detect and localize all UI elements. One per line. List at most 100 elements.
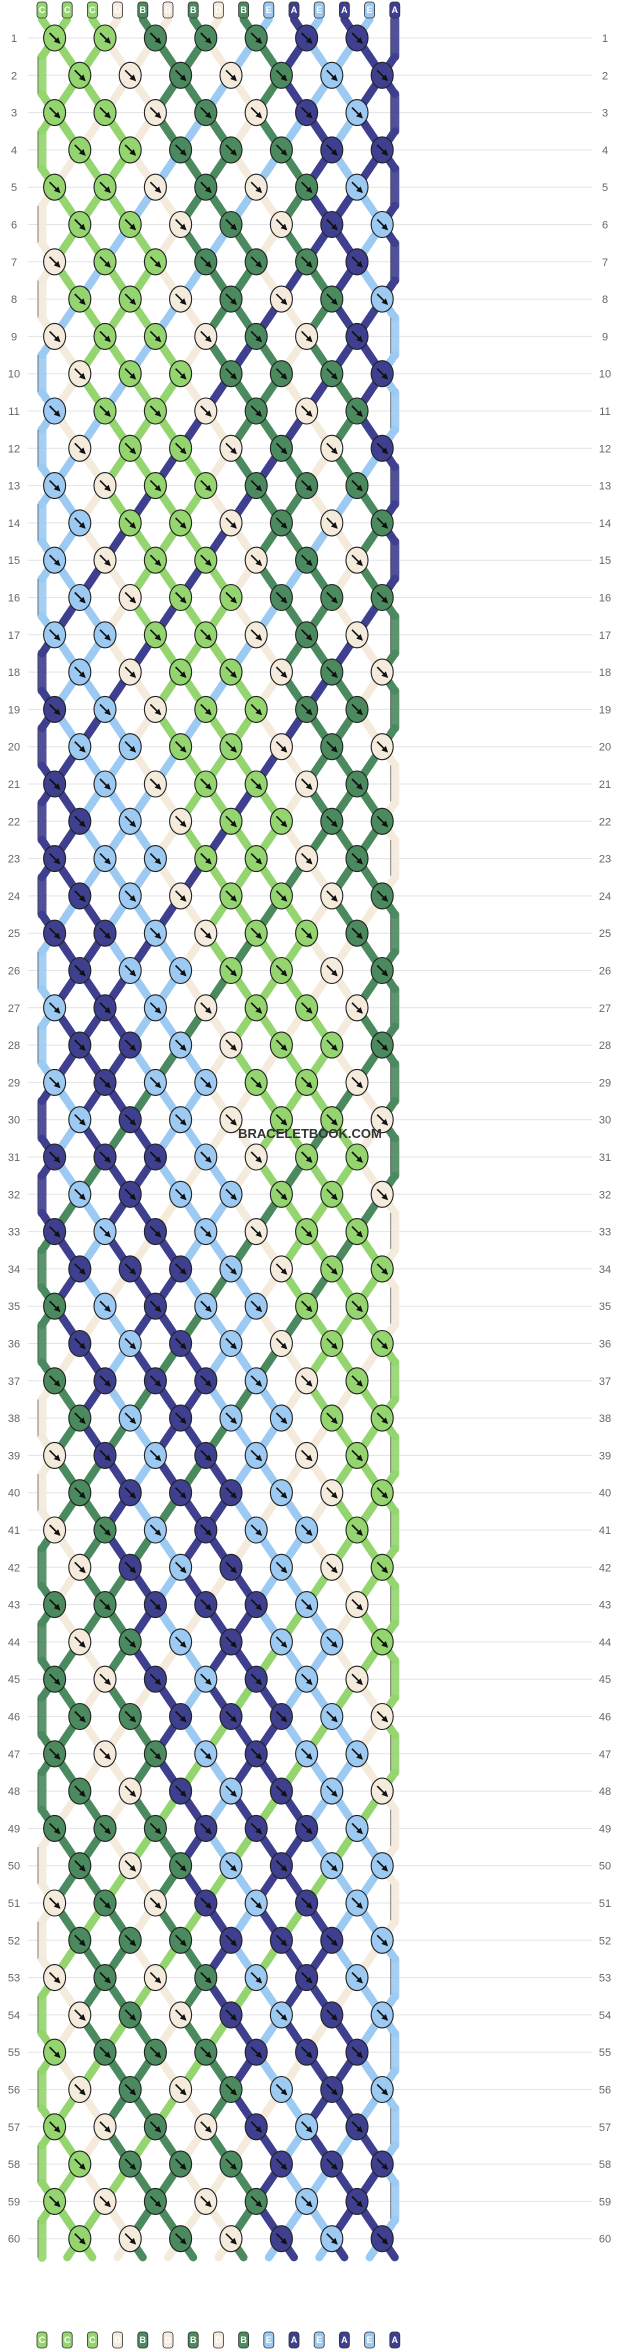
knot bbox=[269, 210, 293, 239]
knot bbox=[169, 1329, 193, 1358]
strand-letter: C bbox=[64, 5, 71, 15]
knot bbox=[345, 1218, 369, 1246]
knot bbox=[143, 770, 167, 798]
knot bbox=[118, 1628, 142, 1656]
knot bbox=[219, 1404, 243, 1432]
strand-cap bbox=[137, 1, 149, 19]
knot bbox=[345, 1516, 369, 1544]
knot bbox=[169, 1106, 193, 1134]
knot bbox=[219, 1106, 243, 1134]
knot bbox=[169, 1404, 193, 1432]
row-number-right: 51 bbox=[599, 1898, 611, 1910]
strand-letter: A bbox=[341, 5, 348, 15]
knot bbox=[68, 583, 92, 612]
knot bbox=[345, 919, 369, 947]
knot bbox=[93, 1441, 117, 1469]
knot bbox=[118, 285, 142, 313]
row-number-right: 58 bbox=[599, 2159, 611, 2171]
knot bbox=[143, 1964, 167, 1992]
knot bbox=[68, 1180, 92, 1208]
knot bbox=[219, 509, 243, 537]
knot bbox=[143, 2113, 167, 2141]
row-number-right: 25 bbox=[599, 928, 611, 940]
strand-cap bbox=[364, 1, 376, 19]
row-number-right: 6 bbox=[602, 220, 608, 232]
knot bbox=[219, 583, 243, 612]
strand-letter: E bbox=[266, 5, 272, 15]
knot bbox=[370, 1926, 394, 1954]
knot bbox=[43, 621, 67, 649]
knot bbox=[295, 472, 319, 500]
row-number-left: 54 bbox=[8, 2010, 20, 2022]
row-number-left: 10 bbox=[8, 369, 20, 381]
knot bbox=[43, 994, 67, 1022]
knot-grid bbox=[43, 24, 394, 2253]
knot bbox=[169, 583, 193, 612]
knot bbox=[244, 397, 268, 425]
knot bbox=[244, 472, 268, 500]
knot bbox=[169, 733, 193, 761]
knot bbox=[219, 1180, 243, 1208]
knot bbox=[93, 845, 117, 873]
knot bbox=[269, 733, 293, 761]
row-number-left: 50 bbox=[8, 1861, 20, 1873]
knot bbox=[320, 1479, 344, 1507]
knot bbox=[43, 2187, 67, 2215]
knot bbox=[43, 695, 67, 723]
knot bbox=[143, 2187, 167, 2215]
row-number-right: 37 bbox=[599, 1376, 611, 1388]
knot bbox=[370, 1553, 394, 1581]
row-number-left: 45 bbox=[8, 1674, 20, 1686]
row-number-right: 27 bbox=[599, 1003, 611, 1015]
knot bbox=[345, 322, 369, 350]
knot bbox=[93, 1964, 117, 1992]
knot bbox=[219, 1702, 243, 1731]
strand-letter: B bbox=[140, 2335, 147, 2345]
knot bbox=[169, 1628, 193, 1656]
knot bbox=[194, 1367, 218, 1395]
strand-letter: D bbox=[114, 5, 121, 15]
knot bbox=[320, 2075, 344, 2104]
row-number-left: 8 bbox=[11, 294, 17, 306]
row-number-left: 22 bbox=[8, 816, 20, 828]
knot bbox=[370, 1628, 394, 1656]
knot bbox=[43, 1814, 67, 1842]
knot bbox=[194, 845, 218, 873]
knot bbox=[219, 1031, 243, 1059]
knot bbox=[169, 61, 193, 89]
strand-letter: D bbox=[114, 2335, 121, 2345]
row-number-left: 6 bbox=[11, 220, 17, 232]
row-number-left: 1 bbox=[11, 33, 17, 45]
knot bbox=[295, 1665, 319, 1693]
strand-letter: C bbox=[64, 2335, 71, 2345]
knot bbox=[370, 882, 394, 910]
knot bbox=[345, 2038, 369, 2066]
knot bbox=[194, 99, 218, 127]
knot bbox=[269, 61, 293, 89]
row-number-right: 56 bbox=[599, 2085, 611, 2097]
knot bbox=[370, 1702, 394, 1731]
knot bbox=[93, 1591, 117, 1619]
knot bbox=[269, 2001, 293, 2029]
knot bbox=[269, 434, 293, 462]
knot bbox=[118, 136, 142, 164]
knot bbox=[219, 2150, 243, 2178]
knot bbox=[93, 770, 117, 798]
knot bbox=[118, 2075, 142, 2104]
strand-cap bbox=[187, 1, 199, 19]
knot bbox=[169, 1852, 193, 1880]
knot bbox=[320, 1255, 344, 1283]
row-number-right: 50 bbox=[599, 1861, 611, 1873]
knot bbox=[320, 807, 344, 835]
knot bbox=[169, 1479, 193, 1507]
knot bbox=[320, 210, 344, 239]
knot bbox=[43, 845, 67, 873]
knot bbox=[244, 1964, 268, 1992]
row-number-right: 19 bbox=[599, 704, 611, 716]
knot bbox=[370, 807, 394, 835]
knot bbox=[219, 136, 243, 164]
knot bbox=[295, 1441, 319, 1469]
knot bbox=[244, 2113, 268, 2141]
knot bbox=[43, 1218, 67, 1246]
knot bbox=[219, 1479, 243, 1507]
